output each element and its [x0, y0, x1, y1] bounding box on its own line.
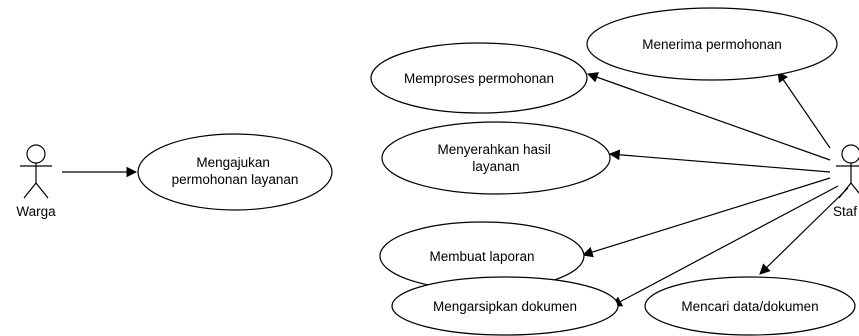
use-case-mencari: Mencari data/dokumen — [644, 276, 856, 336]
actor-head — [841, 144, 859, 164]
actor-staf-label: Staf — [833, 204, 857, 219]
actor-staf: Staf — [833, 144, 859, 219]
actor-right-leg — [850, 182, 859, 194]
actor-left-leg — [23, 182, 37, 199]
association-staf-memproses — [586, 72, 831, 161]
use-case-label: Menyerahkan hasil layanan — [437, 142, 554, 174]
use-case-mengajukan: Mengajukan permohonan layanan — [137, 133, 333, 211]
actor-right-leg — [35, 182, 49, 199]
use-case-menerima: Menerima permohonan — [586, 7, 838, 81]
actor-left-leg — [838, 182, 852, 199]
use-case-mengarsipkan: Mengarsipkan dokumen — [391, 276, 619, 336]
actor-warga: Warga — [16, 144, 56, 219]
association-staf-mengarsipkan — [611, 185, 839, 307]
use-case-label: Mengajukan permohonan layanan — [172, 155, 299, 187]
use-case-label: Mengarsipkan dokumen — [433, 299, 577, 314]
use-case-label: Membuat laporan — [429, 249, 534, 264]
use-case-label: Menerima permohonan — [642, 37, 782, 52]
actor-head — [26, 144, 46, 164]
actor-warga-label: Warga — [16, 204, 56, 219]
association-staf-membuat-laporan — [581, 177, 831, 258]
use-case-membuat-laporan: Membuat laporan — [379, 221, 585, 291]
association-staf-mencari — [759, 187, 849, 275]
use-case-memproses: Memproses permohonan — [370, 42, 588, 114]
use-case-label: Memproses permohonan — [404, 71, 554, 86]
association-staf-menerima — [777, 71, 831, 149]
use-case-label: Mencari data/dokumen — [681, 299, 818, 314]
association-staf-menyerahkan — [608, 149, 831, 173]
use-case-menyerahkan: Menyerahkan hasil layanan — [381, 121, 611, 195]
